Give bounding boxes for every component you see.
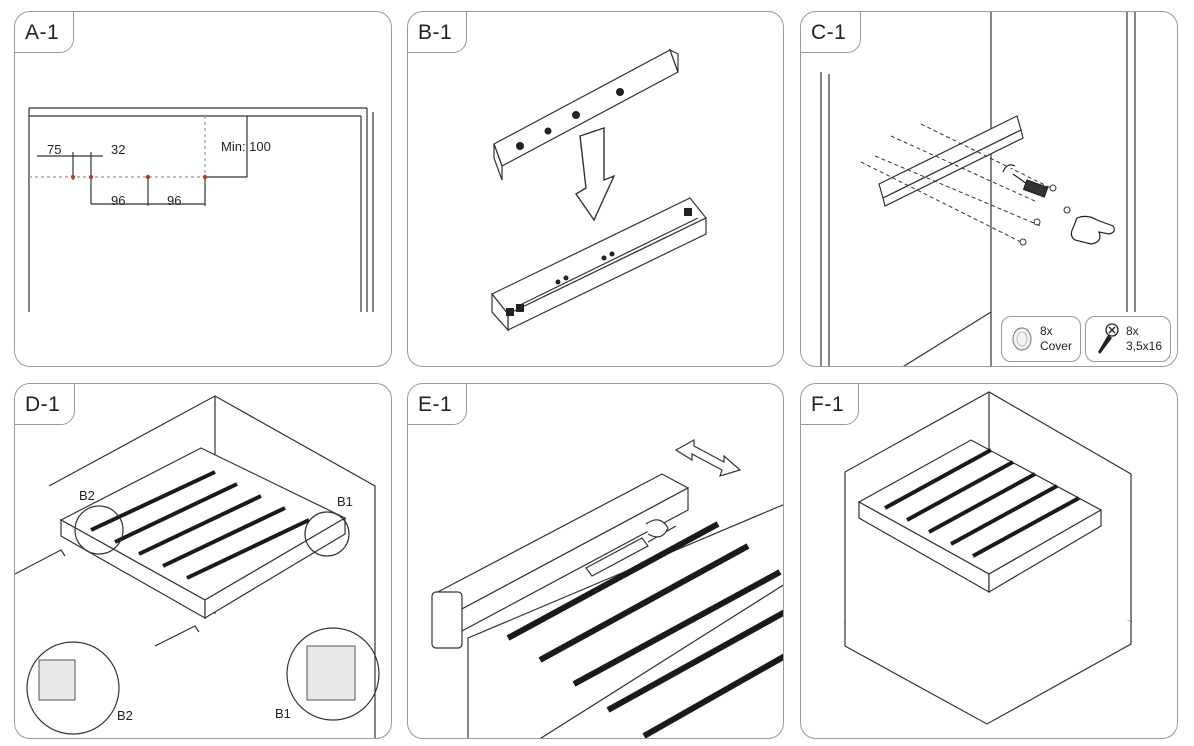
adjust-arrows-icon (674, 438, 742, 477)
screw-icon (1097, 323, 1119, 354)
f1-finished-installation-diagram (843, 391, 1133, 725)
dim-96-right: 96 (167, 193, 181, 208)
e1-adjustment-diagram (431, 438, 783, 738)
callout-b2-top: B2 (79, 488, 95, 503)
part-cover-qty: 8x (1039, 324, 1053, 338)
part-cover: 8x Cover (1000, 316, 1081, 362)
down-arrow-icon (574, 127, 616, 222)
step-label-b1: B-1 (408, 12, 468, 53)
panel-e1: E-1 (407, 383, 784, 739)
step-label-d1: D-1 (15, 384, 76, 425)
callout-b1-bottom: B1 (275, 706, 291, 721)
c1-rail-mounting-diagram (820, 12, 1136, 366)
dim-32: 32 (111, 142, 125, 157)
b1-rail-assembly-diagram (491, 48, 707, 332)
panel-a1: A-1 (14, 11, 392, 367)
panel-f1: F-1 (800, 383, 1178, 739)
dim-96-left: 96 (111, 193, 125, 208)
dim-75: 75 (47, 142, 61, 157)
d1-frame-insertion-diagram: B2 B1 B2 B1 (15, 395, 380, 738)
part-screw-desc: 3,5x16 (1125, 339, 1162, 353)
part-screw-qty: 8x (1125, 324, 1139, 338)
callout-b2-bottom: B2 (117, 708, 133, 723)
screwdriver-icon (1002, 164, 1049, 198)
panel-d1: D-1 B2 B1 B2 B1 (14, 383, 392, 739)
panel-b1: B-1 (407, 11, 784, 367)
callout-b1-top: B1 (337, 494, 353, 509)
step-label-a1: A-1 (15, 12, 75, 53)
step-label-e1: E-1 (408, 384, 468, 425)
panel-c1: C-1 (800, 11, 1178, 367)
cover-cap-icon (1012, 327, 1032, 351)
step-label-f1: F-1 (801, 384, 859, 425)
parts-list: 8x Cover 8x 3,5x16 (1000, 316, 1171, 362)
hand-icon (1070, 215, 1115, 245)
step-label-c1: C-1 (801, 12, 862, 53)
part-cover-desc: Cover (1039, 339, 1072, 353)
dim-min-100: Min: 100 (221, 139, 271, 154)
part-screw: 8x 3,5x16 (1084, 316, 1171, 362)
screwdriver-icon (585, 519, 677, 577)
a1-drilling-diagram: 75 32 96 96 Min: 100 (28, 107, 374, 312)
